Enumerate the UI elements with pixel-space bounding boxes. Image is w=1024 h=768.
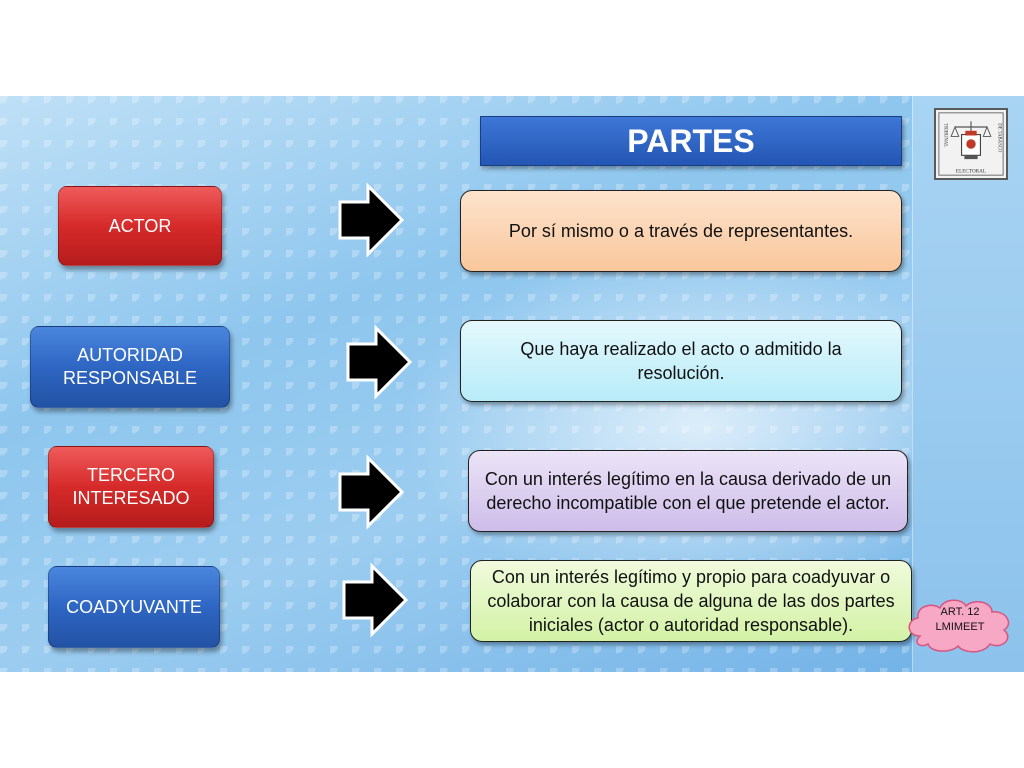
description-autoridad-responsable: Que haya realizado el acto o admitido la… (460, 320, 902, 402)
description-text: Con un interés legítimo y propio para co… (487, 567, 895, 635)
side-strip (912, 96, 1024, 672)
party-label: TERCERO INTERESADO (72, 465, 190, 508)
right-arrow-icon (334, 452, 406, 532)
party-autoridad-responsable: AUTORIDAD RESPONSABLE (30, 326, 230, 408)
party-tercero-interesado: TERCERO INTERESADO (48, 446, 214, 528)
description-actor: Por sí mismo o a través de representante… (460, 190, 902, 272)
party-label: COADYUVANTE (66, 596, 202, 617)
cloud-shape-icon (908, 599, 1010, 653)
right-arrow-icon (342, 322, 414, 402)
right-arrow-icon (338, 560, 410, 640)
description-text: Que haya realizado el acto o admitido la… (520, 339, 842, 383)
party-actor: ACTOR (58, 186, 222, 266)
description-tercero-interesado: Con un interés legítimo en la causa deri… (468, 450, 908, 532)
tribunal-logo: TRIBUNAL DE TABASCO ELECTORAL (934, 108, 1008, 180)
logo-text-bottom: ELECTORAL (956, 168, 986, 174)
party-label: AUTORIDAD RESPONSABLE (62, 345, 198, 388)
note-line-1: ART. 12 (940, 606, 980, 618)
description-text: Con un interés legítimo en la causa deri… (484, 469, 892, 513)
article-reference-cloud: ART. 12 LMIMEET (900, 594, 1020, 654)
electoral-tribunal-seal-icon: TRIBUNAL DE TABASCO ELECTORAL (938, 112, 1004, 176)
description-coadyuvante: Con un interés legítimo y propio para co… (470, 560, 912, 642)
description-text: Por sí mismo o a través de representante… (508, 221, 854, 241)
party-label: ACTOR (108, 215, 172, 236)
right-arrow-icon (334, 180, 406, 260)
logo-text-top: TRIBUNAL (943, 123, 948, 147)
logo-text-right: DE TABASCO (996, 123, 1001, 153)
note-line-2: LMIMEET (935, 621, 985, 633)
party-coadyuvante: COADYUVANTE (48, 566, 220, 648)
page-title: PARTES (480, 116, 902, 166)
